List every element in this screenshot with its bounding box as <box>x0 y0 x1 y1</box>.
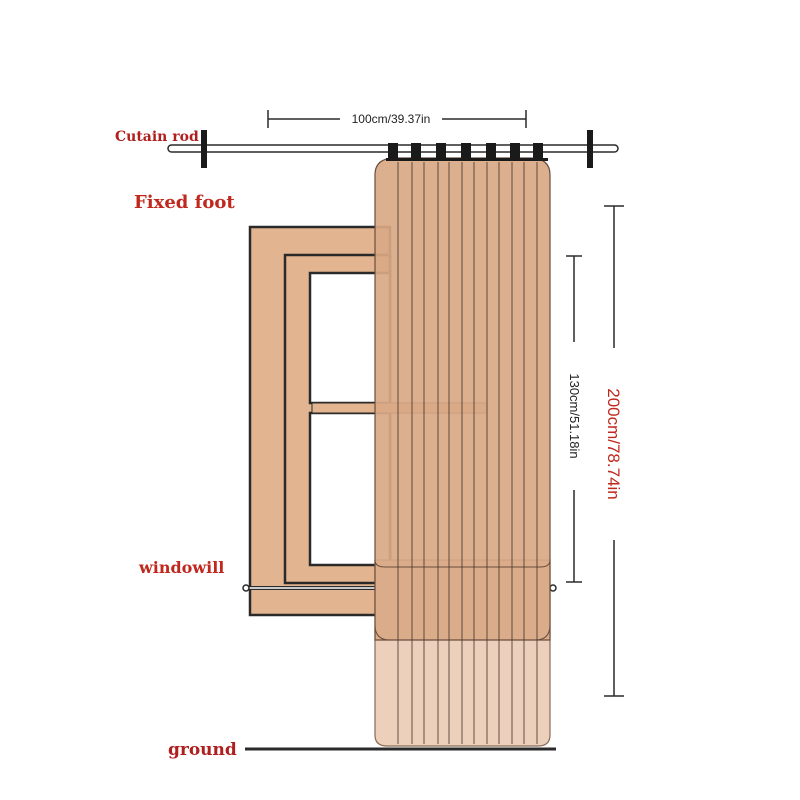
window-height-label: 130cm/51.18in <box>567 373 582 458</box>
curtain-folds <box>397 162 538 744</box>
curtain-ring-icon <box>386 143 548 161</box>
ground-label: ground <box>168 740 237 760</box>
width-label: 100cm/39.37in <box>352 112 431 126</box>
windowsill-label: windowill <box>138 558 224 577</box>
width-dimension <box>267 110 527 128</box>
curtain-height-dimension <box>604 205 624 697</box>
fixed-foot-bracket <box>201 130 207 168</box>
fixed-foot-label: Fixed foot <box>134 192 235 213</box>
curtain-rod-label: Cutain rod <box>115 129 199 145</box>
curtain-height-label: 200cm/78.74in <box>604 388 623 500</box>
window-height-dimension <box>566 255 582 583</box>
